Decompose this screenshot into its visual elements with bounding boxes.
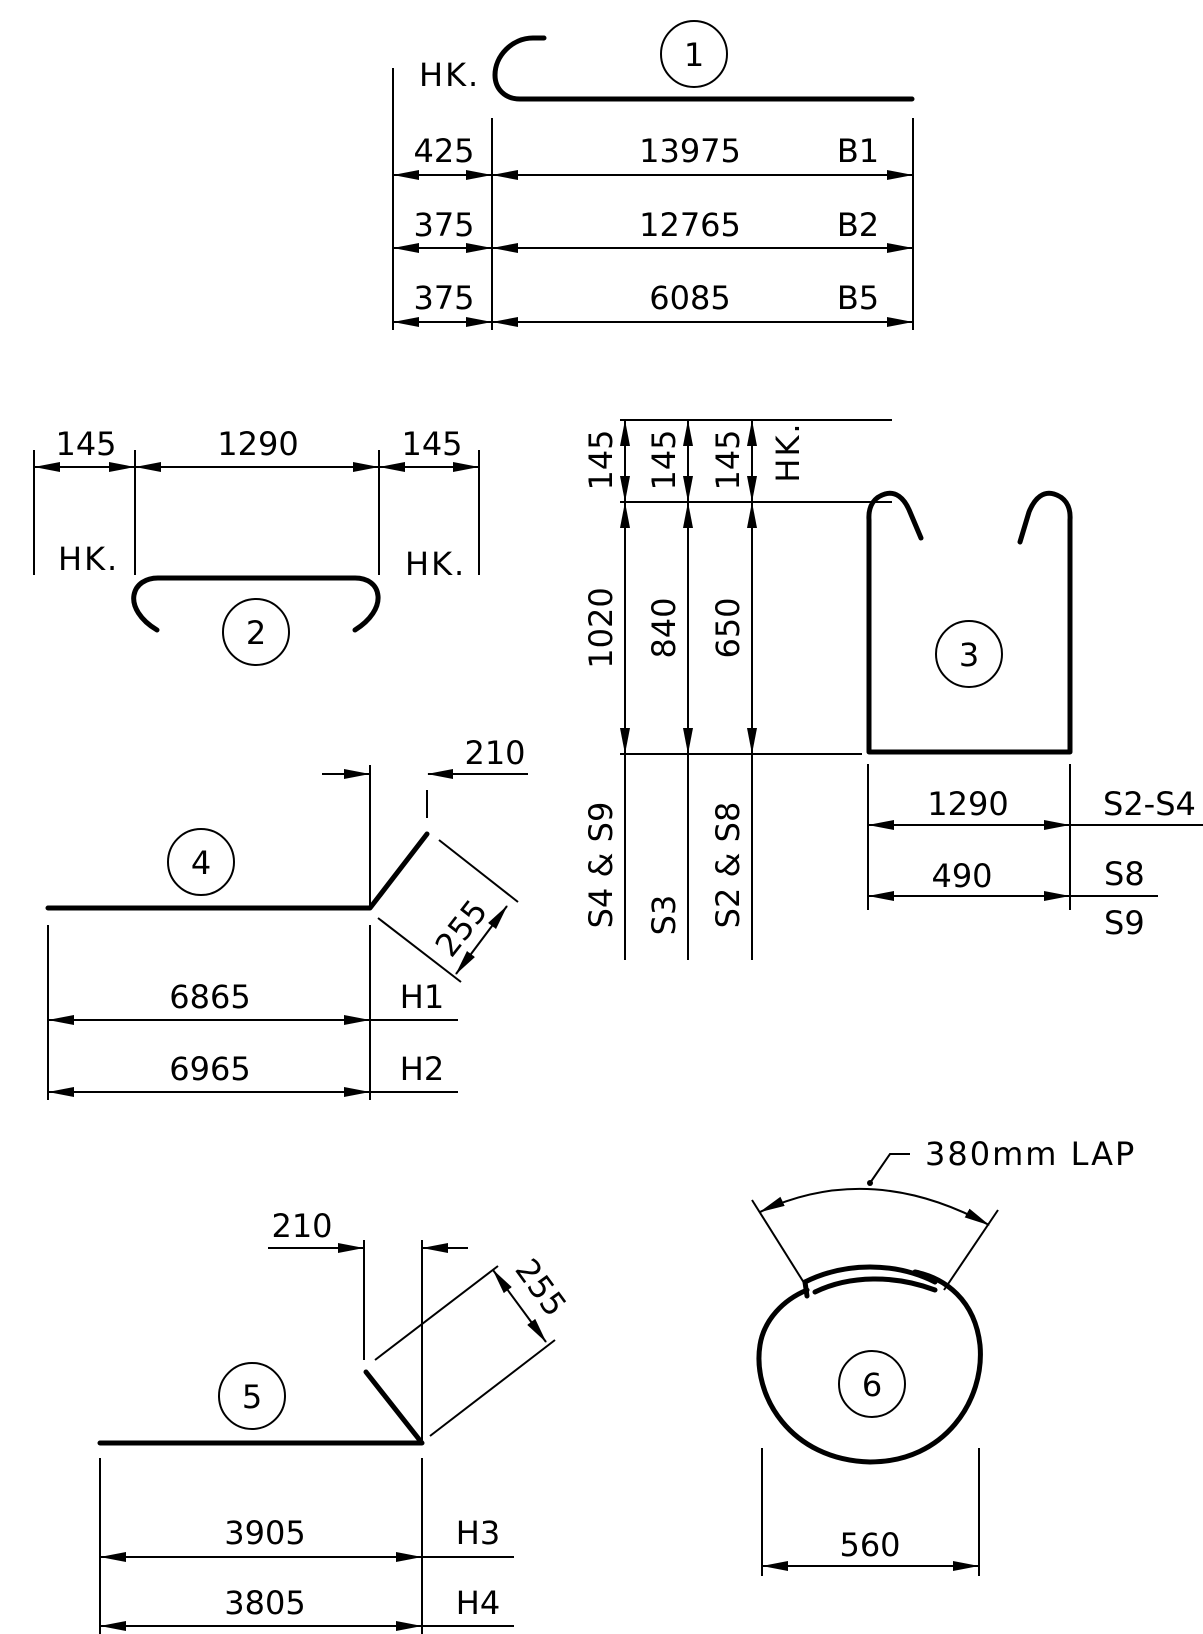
dim-arrow: [455, 905, 508, 975]
bar-mark-h2: H2: [400, 1050, 444, 1088]
hook-dim-1: 145: [582, 429, 620, 490]
height-dim-2: 840: [645, 597, 683, 658]
diameter-dim: 560: [839, 1526, 900, 1564]
shape-number-circle: [838, 1350, 906, 1418]
bar-mark-b2: B2: [837, 206, 879, 244]
bar-mark-s9: S9: [1104, 904, 1145, 942]
shape-1: HK. 1 425 13975 B1 375 12765 B2 375 6085…: [392, 20, 915, 330]
dim-arrow: [492, 1269, 547, 1343]
hook-dim-1: 425: [413, 132, 474, 170]
shape-number-circle: [167, 828, 235, 896]
shape-5: 210 5 255 3905 H3 3805 H4: [97, 1207, 575, 1634]
shape-number-circle: [222, 598, 290, 666]
left-hook-dim: 145: [55, 425, 116, 463]
hook-label: HK.: [769, 421, 807, 482]
width-dim-2: 490: [931, 857, 992, 895]
bar-mark-b1: B1: [837, 132, 879, 170]
shape-number-circle: [218, 1362, 286, 1430]
shape-number: 4: [191, 844, 211, 882]
bar-mark-s4-s9: S4 & S9: [582, 802, 620, 929]
slope-dim: 255: [508, 1252, 575, 1324]
bar-mark-h1: H1: [400, 978, 444, 1016]
width-dim-1: 1290: [927, 785, 1008, 823]
length-dim-1: 13975: [639, 132, 741, 170]
offset-dim: 210: [464, 734, 525, 772]
shape-3: 145 145 145 HK. 1020 840 650 S4 & S9 S3 …: [582, 419, 1203, 960]
bar-mark-s2-s8: S2 & S8: [709, 802, 747, 929]
cranked-bar: [97, 1369, 425, 1446]
shape-number: 1: [684, 36, 704, 74]
bar-mark-s3: S3: [645, 895, 683, 936]
circular-link: [756, 1269, 983, 1465]
lap-segment-inner: [812, 1276, 938, 1295]
shape-number: 3: [959, 636, 979, 674]
shape-number-circle: [660, 20, 728, 88]
lap-label: 380mm LAP: [925, 1135, 1136, 1173]
double-hook-bar: [131, 575, 381, 633]
hook-dim-3: 145: [709, 429, 747, 490]
hook-dim-2: 145: [645, 429, 683, 490]
lap-arc-dim: [759, 1187, 990, 1226]
offset-dim: 210: [271, 1207, 332, 1245]
hook-dim-3: 375: [413, 279, 474, 317]
bar-mark-b5: B5: [837, 279, 879, 317]
shape-2: 145 1290 145 HK. HK. 2: [33, 425, 480, 666]
length-dim-1: 6865: [169, 978, 250, 1016]
straight-bar-with-hook: [492, 35, 915, 102]
shape-4: 210 4 255 6865 H1 6965 H2: [45, 734, 528, 1100]
length-dim-1: 3905: [224, 1514, 305, 1552]
length-dim-2: 3805: [224, 1584, 305, 1622]
cranked-bar: [45, 831, 430, 911]
length-dim-2: 12765: [639, 206, 741, 244]
bar-mark-h3: H3: [456, 1514, 500, 1552]
bar-mark-s2-s4: S2-S4: [1103, 785, 1196, 823]
shape-number: 2: [246, 614, 266, 652]
right-hook-dim: 145: [401, 425, 462, 463]
length-dim-2: 6965: [169, 1050, 250, 1088]
hook-label: HK.: [419, 56, 480, 94]
shape-number: 6: [862, 1366, 882, 1404]
shape-number: 5: [242, 1378, 262, 1416]
length-dim-3: 6085: [649, 279, 730, 317]
u-bar-with-hooks: [866, 490, 1073, 755]
height-dim-1: 1020: [582, 587, 620, 668]
hook-dim-2: 375: [413, 206, 474, 244]
bar-mark-s8: S8: [1104, 855, 1145, 893]
bar-mark-h4: H4: [456, 1584, 500, 1622]
middle-dim: 1290: [217, 425, 298, 463]
lap-segment-outer: [802, 1264, 938, 1285]
hook-label: HK.: [58, 540, 119, 578]
shape-6: 380mm LAP 6 560: [751, 1135, 1136, 1576]
hook-label: HK.: [405, 545, 466, 583]
height-dim-3: 650: [709, 597, 747, 658]
shape-number-circle: [935, 620, 1003, 688]
lap-leader: [869, 1153, 910, 1184]
slope-dim: 255: [428, 892, 496, 964]
